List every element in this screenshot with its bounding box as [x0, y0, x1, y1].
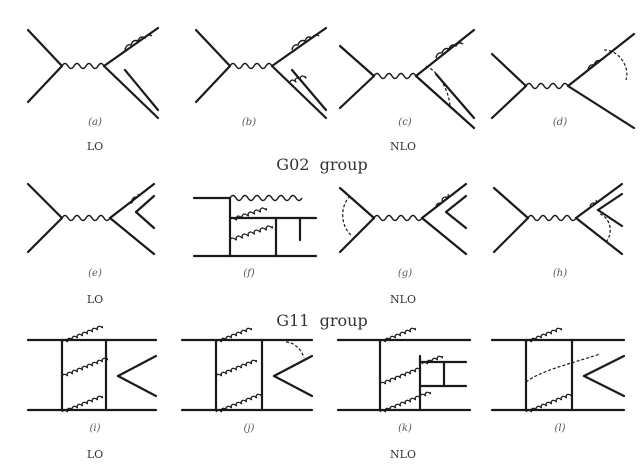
caption-e: (e) [88, 268, 102, 279]
diagram-d [490, 32, 636, 130]
caption-l: (l) [554, 423, 565, 434]
diagram-f [192, 194, 318, 258]
caption-h: (h) [553, 268, 567, 279]
caption-a: (a) [88, 117, 102, 128]
diagram-i [26, 325, 158, 413]
order-label-lo-row3: LO [87, 448, 103, 461]
caption-k: (k) [398, 423, 412, 434]
diagram-j [180, 327, 314, 413]
order-label-lo-row1: LO [87, 140, 103, 153]
caption-f: (f) [243, 268, 255, 279]
diagram-k [336, 327, 472, 413]
order-label-lo-row2: LO [87, 293, 103, 306]
caption-c: (c) [398, 117, 412, 128]
diagram-a [26, 26, 160, 120]
order-label-nlo-row3: NLO [390, 448, 416, 461]
diagram-l [490, 327, 626, 413]
diagram-h [492, 182, 624, 256]
order-label-nlo-row1: NLO [390, 140, 416, 153]
order-label-nlo-row2: NLO [390, 293, 416, 306]
caption-b: (b) [242, 117, 256, 128]
diagram-g [338, 182, 468, 256]
diagram-b [194, 26, 328, 120]
caption-j: (j) [244, 423, 255, 434]
group-label-g11: G11 group [276, 311, 367, 330]
diagram-c [338, 28, 476, 130]
caption-d: (d) [553, 117, 567, 128]
group-label-g02: G02 group [276, 155, 367, 174]
caption-g: (g) [398, 268, 412, 279]
diagram-e [26, 182, 156, 256]
caption-i: (i) [89, 423, 100, 434]
